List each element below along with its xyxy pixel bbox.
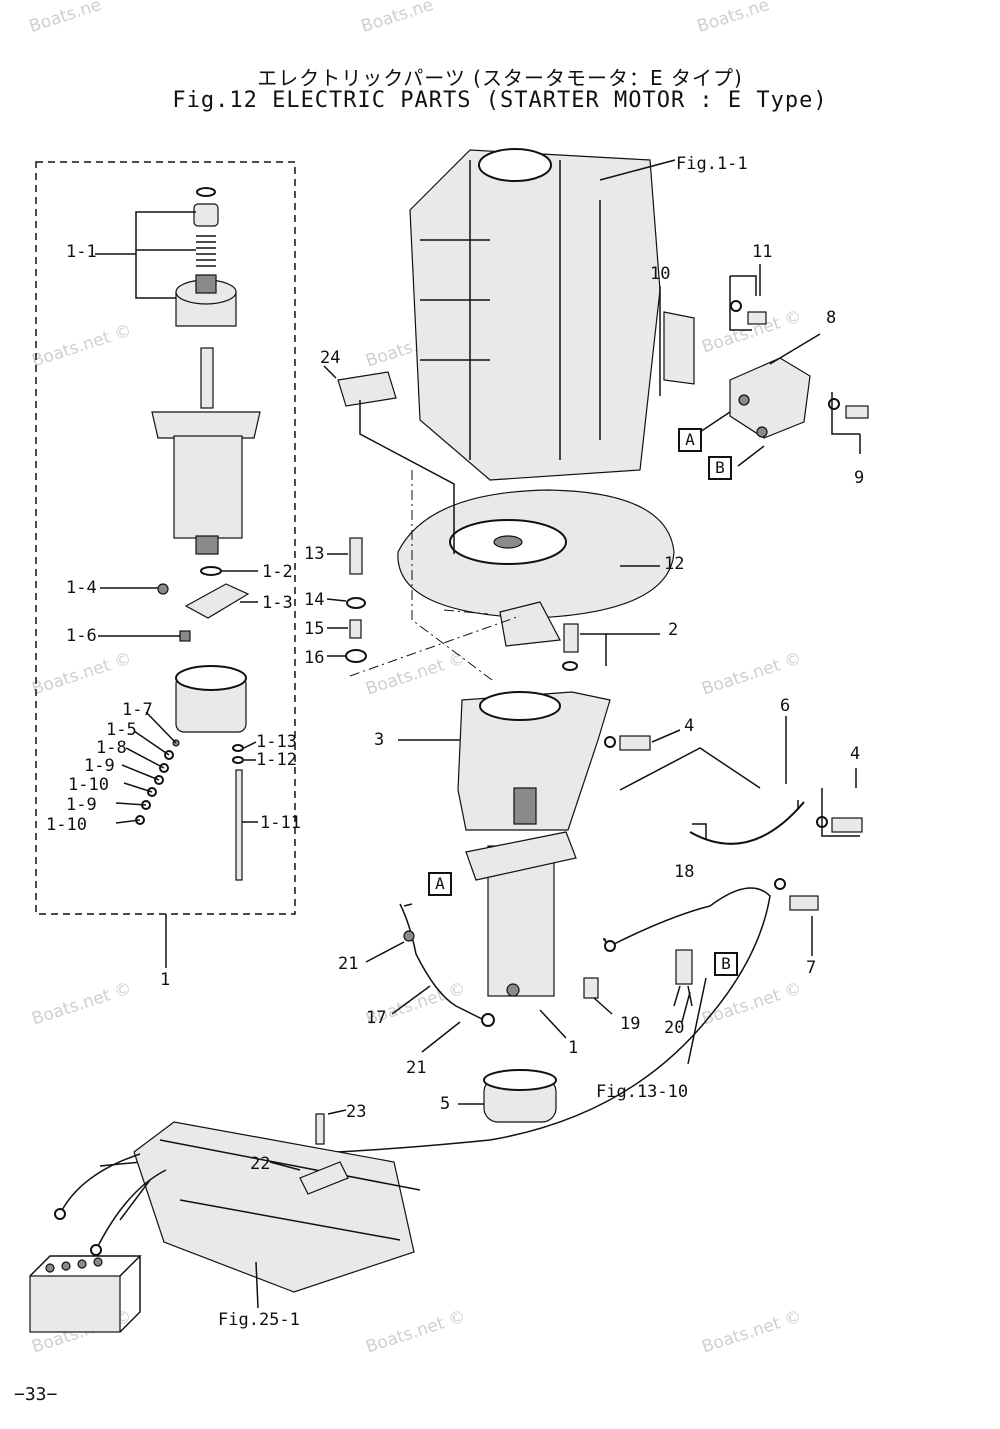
callout-1-10-b: 1-10 <box>46 815 87 835</box>
callout-4-lower: 4 <box>850 744 861 764</box>
callout-23: 23 <box>346 1102 367 1122</box>
power-head <box>409 148 676 481</box>
callout-13: 13 <box>304 544 325 564</box>
callout-1-6: 1-6 <box>66 626 97 646</box>
relay-assembly <box>659 264 869 467</box>
callout-8: 8 <box>826 308 837 328</box>
bolt-19 <box>583 977 613 1015</box>
callout-21-lower: 21 <box>406 1058 427 1078</box>
callout-18: 18 <box>674 862 695 882</box>
callout-10: 10 <box>650 264 671 284</box>
title-english: Fig.12 ELECTRIC PARTS (STARTER MOTOR : E… <box>172 88 828 113</box>
connector-mark-b-cable: B <box>714 952 738 976</box>
starter-bracket <box>398 691 611 831</box>
lower-cowl <box>119 1109 421 1309</box>
ref-fig-1-1: Fig.1-1 <box>676 154 748 174</box>
callout-7: 7 <box>806 958 817 978</box>
callout-4-upper: 4 <box>684 716 695 736</box>
ref-fig-25-1: Fig.25-1 <box>218 1310 300 1330</box>
callout-22: 22 <box>250 1154 271 1174</box>
title-japanese: エレクトリックパーツ (スタータモータ：E タイプ) <box>257 66 743 90</box>
decal-24 <box>323 365 455 554</box>
callout-16: 16 <box>304 648 325 668</box>
assembly-guide <box>349 470 521 681</box>
wiring <box>99 887 771 1167</box>
callout-1-9-b: 1-9 <box>66 795 97 815</box>
callout-3: 3 <box>374 730 385 750</box>
callout-1-13: 1-13 <box>256 732 297 752</box>
page-number: −33− <box>14 1384 58 1405</box>
ref-fig-13-10: Fig.13-10 <box>596 1082 689 1102</box>
callout-6: 6 <box>780 696 791 716</box>
bolt-2 <box>562 623 660 671</box>
callout-5: 5 <box>440 1094 451 1114</box>
battery <box>29 1153 167 1333</box>
starter-exploded-parts <box>95 187 261 968</box>
boot-5 <box>458 1069 557 1123</box>
callout-24: 24 <box>320 348 341 368</box>
callout-1-10-a: 1-10 <box>68 775 109 795</box>
callout-1-7: 1-7 <box>122 700 153 720</box>
callout-1-5: 1-5 <box>106 720 137 740</box>
callout-1-9-a: 1-9 <box>84 756 115 776</box>
callout-17: 17 <box>366 1008 387 1028</box>
mount-hardware <box>326 537 367 663</box>
callout-12: 12 <box>664 554 685 574</box>
callout-1-motor: 1 <box>568 1038 579 1058</box>
flywheel-cover <box>397 489 675 647</box>
callout-20: 20 <box>664 1018 685 1038</box>
callout-14: 14 <box>304 590 325 610</box>
strap-band <box>619 716 863 845</box>
callout-1-8: 1-8 <box>96 738 127 758</box>
callout-1-subassembly: 1 <box>160 970 171 990</box>
callout-1-1: 1-1 <box>66 242 97 262</box>
callout-11: 11 <box>752 242 773 262</box>
callout-19: 19 <box>620 1014 641 1034</box>
bolt-7 <box>774 878 819 956</box>
callout-1-11: 1-11 <box>260 813 301 833</box>
callout-2: 2 <box>668 620 679 640</box>
callout-1-12: 1-12 <box>256 750 297 770</box>
callout-21-upper: 21 <box>338 954 359 974</box>
connector-mark-a-relay: A <box>678 428 702 452</box>
callout-1-3: 1-3 <box>262 593 293 613</box>
bolt-4-upper <box>604 729 681 751</box>
callout-1-4: 1-4 <box>66 578 97 598</box>
callout-15: 15 <box>304 619 325 639</box>
callout-9: 9 <box>854 468 865 488</box>
starter-motor <box>465 787 577 1039</box>
connector-mark-a-cable: A <box>428 872 452 896</box>
callout-1-2: 1-2 <box>262 562 293 582</box>
connector-mark-b-relay: B <box>708 456 732 480</box>
